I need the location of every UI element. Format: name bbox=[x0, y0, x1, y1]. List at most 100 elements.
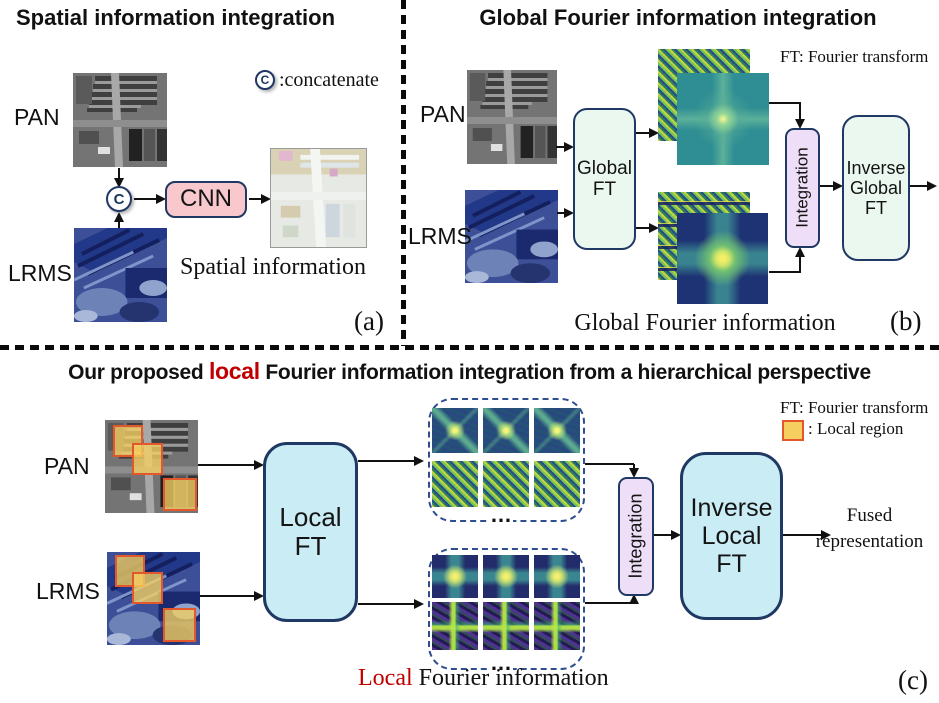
pan-local-phase-tile bbox=[534, 461, 580, 507]
arrow-localft-to-lrms-grid-line bbox=[358, 603, 414, 605]
concatenate-node-symbol: C bbox=[113, 190, 125, 208]
local-region-box bbox=[163, 608, 196, 642]
pan-image-c bbox=[105, 420, 198, 513]
pan-label-b: PAN bbox=[420, 101, 466, 127]
connector-pan-spectrum-head bbox=[795, 119, 805, 129]
connector-pan-spectrum-h bbox=[769, 102, 801, 104]
vertical-dashed-divider bbox=[401, 0, 406, 346]
arrow-output-b-head bbox=[927, 181, 937, 191]
panel-b-tag: (b) bbox=[890, 306, 922, 336]
global-ft-box: Global FT bbox=[573, 108, 636, 250]
arrow-lrms-to-localft-head bbox=[254, 591, 264, 601]
inverse-global-ft-line3: FT bbox=[865, 198, 887, 219]
arrow-localft-to-pan-grid-head bbox=[414, 456, 424, 466]
arrow-integration-to-inverse-c-head bbox=[671, 530, 681, 540]
arrow-globalft-to-pan-spectrum-head bbox=[649, 128, 659, 138]
panel-c-caption: Local Fourier information bbox=[358, 665, 609, 692]
local-region-box bbox=[132, 443, 163, 475]
panel-b-ft-note: FT: Fourier transform bbox=[780, 47, 929, 66]
concatenate-legend-symbol: C bbox=[260, 73, 270, 87]
lrms-image-b bbox=[465, 190, 558, 283]
inverse-global-ft-line2: Global bbox=[849, 177, 903, 198]
lrms-local-phase-tile bbox=[534, 602, 580, 650]
connector-lrms-spectrum-v bbox=[799, 256, 801, 273]
global-ft-line1: Global bbox=[577, 157, 632, 179]
pan-image-b bbox=[467, 70, 557, 164]
inverse-global-ft-line1: Inverse bbox=[846, 157, 906, 178]
arrow-output-c-head bbox=[821, 530, 831, 540]
arrow-lrms-to-globalft-line bbox=[557, 212, 566, 214]
pan-fourier-magnitude-image bbox=[677, 73, 769, 165]
panel-b-caption: Global Fourier information bbox=[574, 310, 836, 336]
lrms-label-c: LRMS bbox=[36, 578, 100, 604]
connector-lrms-grid-head bbox=[629, 594, 639, 604]
fused-representation-label: Fused representation bbox=[800, 503, 939, 554]
local-ft-line2: FT bbox=[294, 531, 327, 561]
arrow-integration-to-inverse-b-line bbox=[820, 185, 834, 187]
integration-label-b: Integration bbox=[792, 147, 812, 229]
horizontal-dashed-divider bbox=[0, 345, 939, 350]
pan-label-a: PAN bbox=[14, 104, 60, 130]
panel-a-caption: Spatial information bbox=[180, 254, 366, 280]
panel-c-title-highlight: local bbox=[208, 358, 260, 384]
arrow-cnn-to-output-head bbox=[261, 194, 271, 204]
local-region-legend-label: : Local region bbox=[808, 419, 904, 438]
panel-c-ft-note: FT: Fourier transform bbox=[780, 398, 929, 417]
lrms-grid-ellipsis: … bbox=[487, 652, 513, 674]
panel-b-title: Global Fourier information integration bbox=[479, 5, 877, 30]
lrms-local-magnitude-tile bbox=[534, 555, 580, 598]
arrow-pan-to-concat-line bbox=[118, 168, 120, 179]
integration-box-c: Integration bbox=[618, 477, 654, 596]
arrow-lrms-to-concat-head bbox=[114, 212, 124, 222]
arrow-concat-to-cnn-line bbox=[134, 198, 156, 200]
arrow-cnn-to-output-line bbox=[249, 198, 261, 200]
panel-a-title: Spatial information integration bbox=[16, 5, 336, 30]
arrow-localft-to-pan-grid-line bbox=[358, 460, 414, 462]
local-ft-line1: Local bbox=[279, 501, 342, 532]
arrow-globalft-to-lrms-spectrum-line bbox=[636, 227, 649, 229]
connector-lrms-grid-h bbox=[585, 602, 635, 604]
panel-c-title-suffix: Fourier information integration from a h… bbox=[259, 361, 871, 384]
panel-c-caption-highlight: Local bbox=[358, 665, 413, 691]
arrow-output-b-line bbox=[910, 185, 928, 187]
arrow-integration-to-inverse-c-line bbox=[654, 534, 671, 536]
arrow-integration-to-inverse-b-head bbox=[833, 181, 843, 191]
connector-pan-grid-h bbox=[585, 463, 634, 465]
cnn-box-label: CNN bbox=[180, 185, 232, 213]
arrow-lrms-to-localft-line bbox=[200, 595, 254, 597]
arrow-pan-to-concat-head bbox=[114, 178, 124, 188]
panel-a-tag: (a) bbox=[354, 306, 384, 336]
fused-line1: Fused bbox=[846, 505, 893, 526]
local-ft-box: Local FT bbox=[263, 442, 358, 622]
lrms-local-magnitude-tile bbox=[432, 555, 478, 598]
panel-c-title: Our proposed local Fourier information i… bbox=[0, 358, 939, 385]
inverse-local-ft-line1: Inverse bbox=[690, 494, 773, 522]
lrms-image-a bbox=[74, 228, 167, 322]
arrow-globalft-to-lrms-spectrum-head bbox=[649, 223, 659, 233]
lrms-local-magnitude-tile bbox=[483, 555, 529, 598]
arrow-globalft-to-pan-spectrum-line bbox=[636, 132, 649, 134]
arrow-pan-to-globalft-line bbox=[556, 146, 566, 148]
lrms-fourier-magnitude-image bbox=[677, 213, 768, 304]
local-region-legend-icon bbox=[782, 420, 804, 441]
pan-local-phase-tile bbox=[483, 461, 529, 507]
arrow-output-c-line bbox=[783, 534, 821, 536]
pan-label-c: PAN bbox=[44, 453, 90, 479]
inverse-global-ft-box: Inverse Global FT bbox=[842, 115, 910, 261]
connector-pan-grid-v bbox=[633, 464, 635, 469]
lrms-local-phase-tile bbox=[432, 602, 478, 650]
arrow-pan-to-globalft-head bbox=[564, 142, 574, 152]
integration-label-c: Integration bbox=[625, 493, 646, 580]
integration-box-b: Integration bbox=[785, 128, 820, 248]
concatenate-legend-label: :concatenate bbox=[279, 69, 379, 91]
connector-lrms-spectrum-head bbox=[795, 247, 805, 257]
inverse-local-ft-line3: FT bbox=[716, 550, 747, 578]
arrow-pan-to-localft-head bbox=[254, 460, 264, 470]
pan-grid-ellipsis: … bbox=[487, 504, 513, 526]
panel-c-title-prefix: Our proposed bbox=[68, 361, 209, 384]
arrow-lrms-to-globalft-head bbox=[564, 208, 574, 218]
concatenate-node: C bbox=[106, 186, 132, 212]
connector-pan-spectrum-v bbox=[799, 103, 801, 120]
connector-lrms-spectrum-h bbox=[769, 271, 801, 273]
